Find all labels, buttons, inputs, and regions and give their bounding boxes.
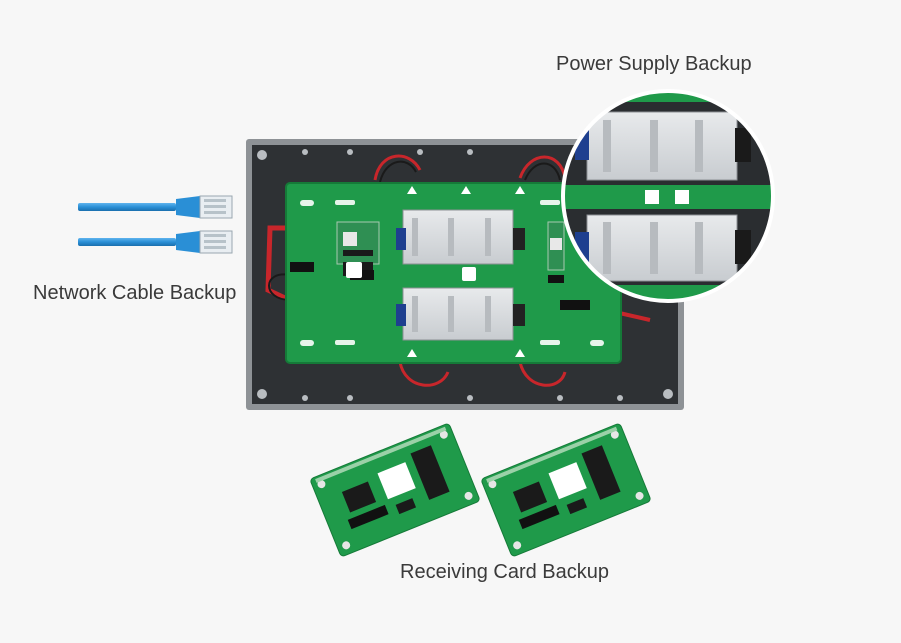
- power-supply-backup-label: Power Supply Backup: [556, 53, 752, 75]
- network-cable-icon: [78, 230, 233, 254]
- network-cable-icon: [78, 195, 233, 219]
- receiving-card-slot-right: [547, 221, 565, 271]
- network-cable-backup-label: Network Cable Backup: [33, 282, 237, 304]
- power-supply-unit: [396, 287, 525, 341]
- receiving-card-icon: [310, 423, 480, 557]
- magnifier-circle: [561, 89, 775, 303]
- receiving-card-backup-label: Receiving Card Backup: [400, 561, 609, 583]
- power-supply-unit: [396, 209, 525, 265]
- receiving-card-icon: [481, 423, 651, 557]
- hub-board: [285, 182, 622, 364]
